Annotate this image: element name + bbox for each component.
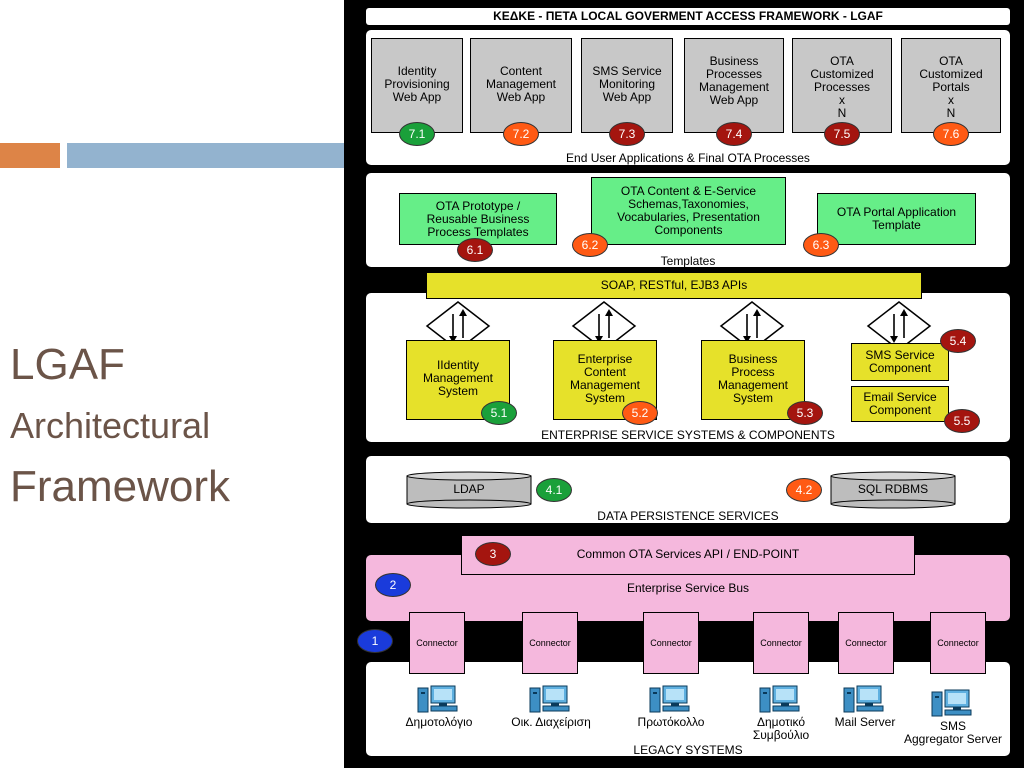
app-label-5: OTA Customized Processes x N	[810, 54, 874, 120]
rdbms-cylinder-icon	[830, 471, 956, 509]
email-component-box: Email Service Component	[851, 386, 949, 422]
badge-4-1: 4.1	[536, 478, 572, 502]
server-computer-icon	[649, 685, 690, 713]
slide-title-line3: Framework	[10, 462, 231, 511]
sms-component-label: SMS Service Component	[865, 348, 935, 375]
apis-bar: SOAP, RESTful, EJB3 APIs	[426, 272, 922, 299]
common-api-box: Common OTA Services API / END-POINT	[461, 535, 915, 575]
template-box-1: OTA Prototype / Reusable Business Proces…	[399, 193, 557, 245]
app-box-6: OTA Customized Portals x N	[901, 38, 1001, 133]
connector-1: Connector	[409, 612, 465, 674]
common-api-label: Common OTA Services API / END-POINT	[576, 547, 800, 561]
connector-label: Connector	[416, 638, 458, 648]
diagram-header-text: ΚΕΔΚΕ - ΠΕΤΑ LOCAL GOVERMENT ACCESS FRAM…	[493, 9, 883, 23]
badge-7-1: 7.1	[399, 122, 435, 146]
rdbms-label: SQL RDBMS	[857, 482, 929, 496]
template-box-3: OTA Portal Application Template	[817, 193, 976, 245]
apps-caption: End User Applications & Final OTA Proces…	[566, 151, 810, 165]
accent-bar-blue	[67, 143, 344, 168]
server-computer-icon	[529, 685, 570, 713]
connector-6: Connector	[930, 612, 986, 674]
sms-component-box: SMS Service Component	[851, 343, 949, 381]
email-component-label: Email Service Component	[863, 390, 937, 417]
badge-2: 2	[375, 573, 411, 597]
connector-5: Connector	[838, 612, 894, 674]
legacy-system-label-1: Δημοτολόγιο	[405, 715, 473, 729]
app-box-5: OTA Customized Processes x N	[792, 38, 892, 133]
legacy-system-label-5: Mail Server	[834, 715, 896, 729]
badge-5-1: 5.1	[481, 401, 517, 425]
template-label-2: OTA Content & E-Service Schemas,Taxonomi…	[617, 184, 760, 237]
lgaf-diagram: ΚΕΔΚΕ - ΠΕΤΑ LOCAL GOVERMENT ACCESS FRAM…	[344, 0, 1024, 768]
app-label-3: SMS Service Monitoring Web App	[592, 64, 662, 104]
legacy-system-label-4: Δημοτικό Συμβούλιο	[752, 715, 810, 742]
app-label-4: Business Processes Management Web App	[698, 54, 770, 107]
badge-5-2: 5.2	[622, 401, 658, 425]
badge-7-2: 7.2	[503, 122, 539, 146]
system-box-3: Business Process Management System	[701, 340, 805, 420]
diagram-header: ΚΕΔΚΕ - ΠΕΤΑ LOCAL GOVERMENT ACCESS FRAM…	[366, 8, 1010, 25]
badge-5-5: 5.5	[944, 409, 980, 433]
system-label-3: Business Process Management System	[717, 352, 789, 405]
connector-4: Connector	[753, 612, 809, 674]
persistence-caption: DATA PERSISTENCE SERVICES	[597, 509, 779, 523]
app-box-1: Identity Provisioning Web App	[371, 38, 463, 133]
accent-bar-orange	[0, 143, 60, 168]
badge-6-1: 6.1	[457, 238, 493, 262]
badge-7-6: 7.6	[933, 122, 969, 146]
legacy-system-label-6: SMS Aggregator Server	[903, 719, 1003, 746]
badge-6-2: 6.2	[572, 233, 608, 257]
badge-6-3: 6.3	[803, 233, 839, 257]
app-label-1: Identity Provisioning Web App	[384, 64, 450, 104]
app-box-3: SMS Service Monitoring Web App	[581, 38, 673, 133]
ldap-database: LDAP	[406, 471, 532, 509]
server-computer-icon	[931, 689, 972, 717]
badge-7-3: 7.3	[609, 122, 645, 146]
badge-7-5: 7.5	[824, 122, 860, 146]
badge-4-2: 4.2	[786, 478, 822, 502]
esb-label: Enterprise Service Bus	[626, 581, 750, 595]
server-computer-icon	[843, 685, 884, 713]
connector-label: Connector	[650, 638, 692, 648]
slide-title-line2: Architectural	[10, 405, 211, 446]
badge-1: 1	[357, 629, 393, 653]
template-label-3: OTA Portal Application Template	[836, 205, 957, 232]
app-label-2: Content Management Web App	[485, 64, 557, 104]
badge-5-3: 5.3	[787, 401, 823, 425]
system-label-2: Enterprise Content Management System	[569, 352, 641, 405]
connector-2: Connector	[522, 612, 578, 674]
slide-title-line1: LGAF	[10, 340, 125, 389]
templates-caption: Templates	[660, 254, 716, 268]
connector-label: Connector	[937, 638, 979, 648]
app-label-6: OTA Customized Portals x N	[919, 54, 983, 120]
system-label-1: IIdentity Management System	[422, 358, 494, 398]
template-label-1: OTA Prototype / Reusable Business Proces…	[426, 198, 530, 239]
legacy-caption: LEGACY SYSTEMS	[633, 743, 743, 757]
legacy-system-label-2: Οικ. Διαχείριση	[511, 715, 591, 729]
legacy-system-label-3: Πρωτόκολλο	[637, 715, 705, 729]
server-computer-icon	[759, 685, 800, 713]
connector-label: Connector	[845, 638, 887, 648]
template-box-2: OTA Content & E-Service Schemas,Taxonomi…	[591, 177, 786, 245]
connector-label: Connector	[760, 638, 802, 648]
app-box-4: Business Processes Management Web App	[684, 38, 784, 133]
server-computer-icon	[417, 685, 458, 713]
connector-label: Connector	[529, 638, 571, 648]
systems-caption: ENTERPRISE SERVICE SYSTEMS & COMPONENTS	[541, 428, 835, 442]
badge-3: 3	[475, 542, 511, 566]
badge-5-4: 5.4	[940, 329, 976, 353]
diagram-connectors-svg	[425, 301, 968, 627]
rdbms-database: SQL RDBMS	[830, 471, 956, 509]
ldap-cylinder-icon	[406, 471, 532, 509]
connector-3: Connector	[643, 612, 699, 674]
ldap-label: LDAP	[453, 482, 485, 496]
badge-7-4: 7.4	[716, 122, 752, 146]
